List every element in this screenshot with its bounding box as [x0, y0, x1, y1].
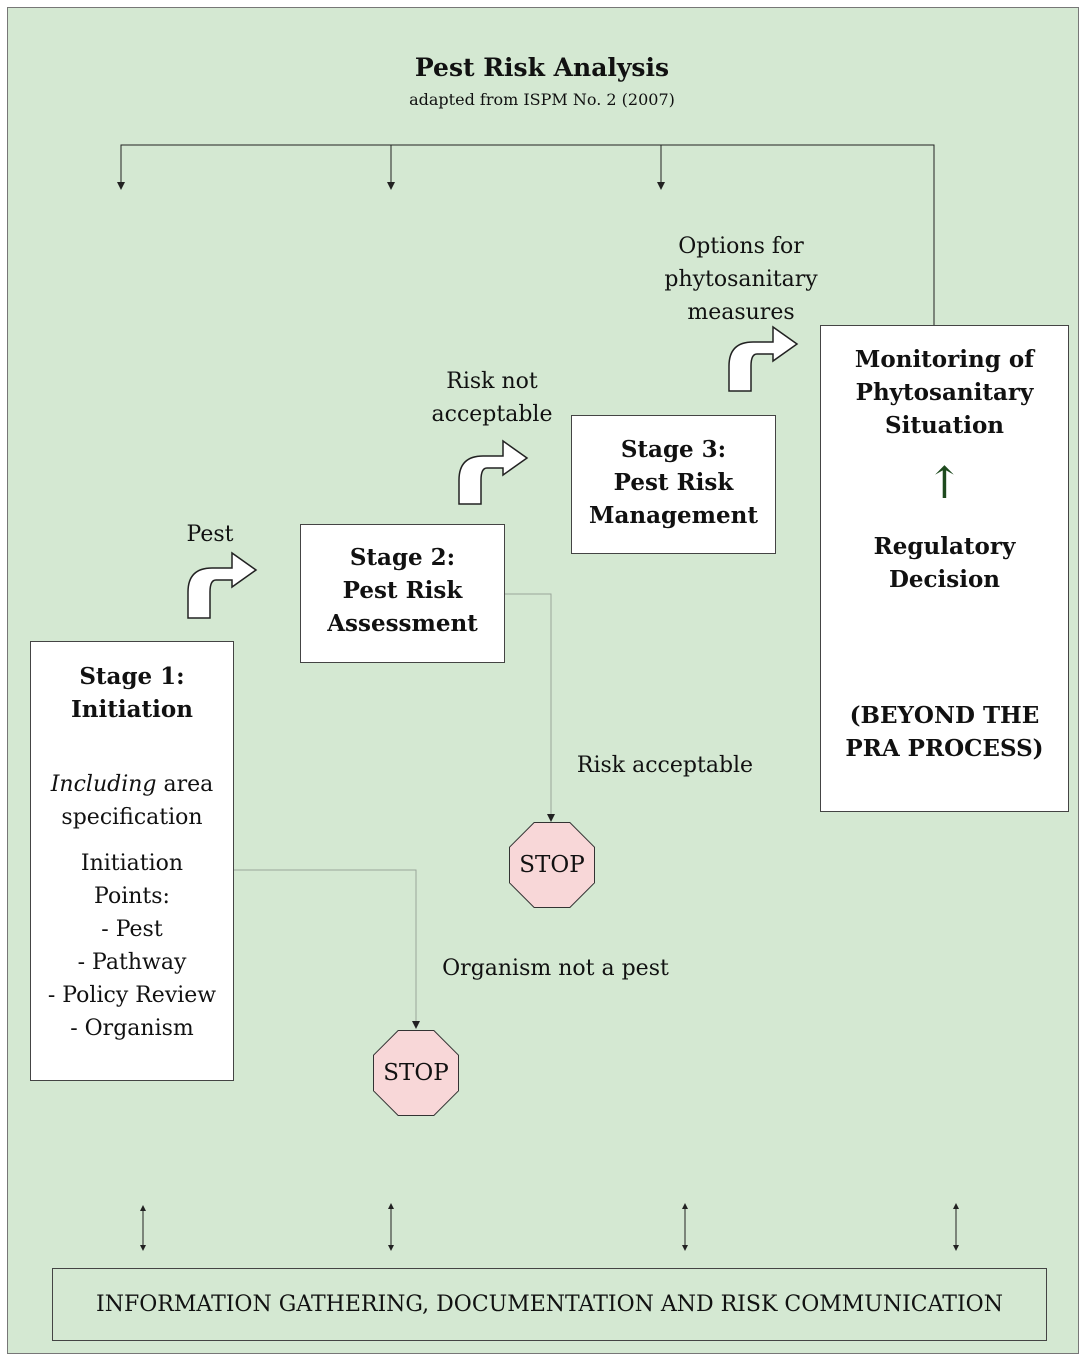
- initiation-point-pest: - Pest: [101, 917, 163, 942]
- stage-3-title-line2: Pest Risk: [613, 469, 734, 496]
- including-italic: Including: [50, 772, 157, 797]
- stage-1-including: Including area: [31, 768, 233, 801]
- stage-1-title-line1: Stage 1:: [79, 663, 185, 690]
- risk-acceptable-arrowhead: [547, 814, 555, 822]
- risk-not-acceptable-label-line1: Risk not: [446, 369, 538, 394]
- stage-3-title-line3: Management: [588, 502, 759, 529]
- options-label-line1: Options for: [678, 234, 804, 259]
- beyond-line2: PRA PROCESS): [845, 735, 1044, 762]
- bent-arrow-pest: [187, 551, 258, 619]
- stage-1-initiation-box: Stage 1: Initiation Including area speci…: [30, 641, 234, 1081]
- monitoring-box: Monitoring of Phytosanitary Situation ↑ …: [820, 325, 1069, 812]
- regulatory-decision-line2: Decision: [888, 566, 1001, 593]
- double-arrowheads: [140, 1203, 959, 1251]
- stage-2-title-line3: Assessment: [327, 610, 478, 637]
- pest-label: Pest: [186, 522, 234, 547]
- options-label-line3: measures: [687, 300, 795, 325]
- risk-not-acceptable-label-line2: acceptable: [431, 402, 553, 427]
- feedback-arrowheads: [117, 182, 665, 190]
- initiation-point-policy-review: - Policy Review: [47, 983, 217, 1008]
- stage-1-title-line2: Initiation: [71, 696, 193, 723]
- stop-sign-upper: STOP: [509, 822, 595, 908]
- feedback-loop-line: [120, 144, 935, 325]
- beyond-line1: (BEYOND THE: [849, 702, 1040, 729]
- initiation-points-title-line2: Points:: [94, 884, 170, 909]
- initiation-point-organism: - Organism: [70, 1016, 194, 1041]
- stage-2-title-line1: Stage 2:: [349, 544, 456, 571]
- stage-2-assessment-box: Stage 2: Pest Risk Assessment: [300, 524, 505, 663]
- monitoring-title-line3: Situation: [884, 412, 1005, 439]
- risk-acceptable-connector: [505, 593, 552, 815]
- options-label-line2: phytosanitary: [664, 267, 818, 292]
- risk-acceptable-label: Risk acceptable: [576, 753, 754, 778]
- initiation-points-title-line1: Initiation: [80, 851, 184, 876]
- monitoring-title-line1: Monitoring of: [854, 346, 1035, 373]
- bent-arrow-risk-not-acceptable: [458, 439, 529, 505]
- organism-not-pest-arrowhead: [412, 1021, 420, 1029]
- monitoring-title-line2: Phytosanitary: [855, 379, 1034, 406]
- stop-sign-lower: STOP: [373, 1030, 459, 1116]
- organism-not-pest-connector: [234, 869, 417, 1022]
- stop-sign-upper-label: STOP: [510, 823, 594, 907]
- information-gathering-label: INFORMATION GATHERING, DOCUMENTATION AND…: [96, 1292, 1003, 1317]
- diagram-subtitle: adapted from ISPM No. 2 (2007): [409, 90, 675, 109]
- stage-1-specification: specification: [61, 805, 203, 830]
- including-rest: area: [156, 772, 214, 797]
- stage-2-title-line2: Pest Risk: [342, 577, 463, 604]
- stage-3-management-box: Stage 3: Pest Risk Management: [571, 415, 776, 554]
- stop-sign-lower-label: STOP: [374, 1031, 458, 1115]
- organism-not-pest-label: Organism not a pest: [442, 956, 669, 981]
- double-arrows-to-info: [142, 1208, 957, 1248]
- initiation-point-pathway: - Pathway: [77, 950, 187, 975]
- bent-arrow-options: [728, 325, 799, 392]
- diagram-title: Pest Risk Analysis: [414, 53, 670, 82]
- up-arrow-icon: ↑: [926, 458, 963, 509]
- stage-3-title-line1: Stage 3:: [620, 436, 727, 463]
- information-gathering-box: INFORMATION GATHERING, DOCUMENTATION AND…: [52, 1268, 1047, 1341]
- regulatory-decision-line1: Regulatory: [873, 533, 1016, 560]
